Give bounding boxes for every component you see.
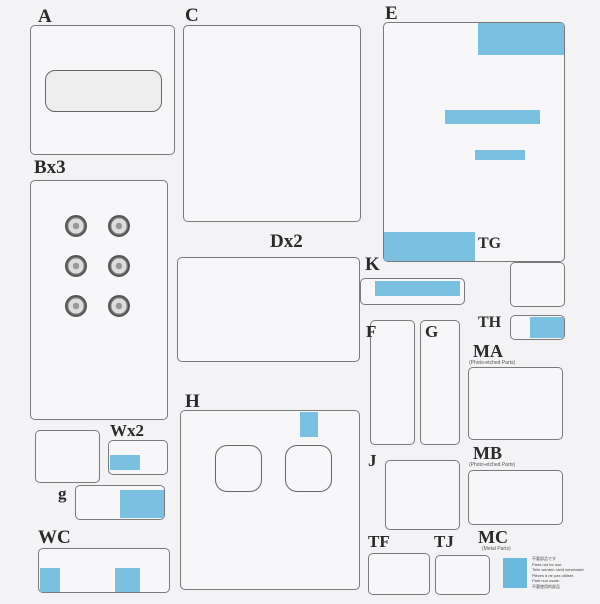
sprue-f bbox=[370, 320, 415, 445]
sprue-label-g: G bbox=[425, 322, 439, 341]
wheel-part bbox=[65, 215, 87, 237]
unused-parts-highlight bbox=[375, 281, 460, 296]
unused-parts-highlight bbox=[475, 150, 525, 160]
sprue-h-hatch-right bbox=[285, 445, 332, 492]
sprue-wc bbox=[38, 548, 170, 593]
sprue-tg bbox=[510, 262, 565, 307]
wheel-part bbox=[108, 295, 130, 317]
sprue-label-w: Wx2 bbox=[110, 421, 144, 440]
legend-line: Parti non usate. bbox=[532, 578, 561, 583]
sprue-ma bbox=[468, 367, 563, 440]
unused-parts-highlight bbox=[40, 568, 60, 592]
sprue-j bbox=[385, 460, 460, 530]
mb-subtitle: (Photo-etched Parts) bbox=[469, 462, 516, 468]
sprue-label-ma: MA bbox=[473, 341, 503, 361]
sprue-mb bbox=[468, 470, 563, 525]
sprue-label-j: J bbox=[368, 451, 377, 470]
sprue-label-k: K bbox=[365, 254, 380, 275]
sprue-h bbox=[180, 410, 360, 590]
sprue-label-wc: WC bbox=[38, 527, 71, 548]
unused-parts-highlight bbox=[110, 455, 140, 470]
legend-line: Pièces à ne pas utiliser. bbox=[532, 572, 575, 578]
mc-subtitle: (Metal Parts) bbox=[482, 546, 511, 552]
sprue-e bbox=[383, 22, 565, 262]
legend-line: 不要部品です bbox=[532, 556, 556, 561]
sprue-label-tf: TF bbox=[368, 532, 390, 551]
sprue-label-d: Dx2 bbox=[270, 231, 303, 252]
not-for-use-legend-swatch bbox=[503, 558, 527, 588]
sprue-label-e: E bbox=[385, 3, 398, 24]
wheel-part bbox=[65, 255, 87, 277]
sprue-w-large bbox=[35, 430, 100, 483]
not-for-use-legend: 不要部品です Parts not for use. Teile werden n… bbox=[532, 556, 585, 589]
sprue-a-hull-part bbox=[45, 70, 162, 112]
ma-subtitle: (Photo-etched Parts) bbox=[469, 360, 516, 366]
sprue-label-a: A bbox=[38, 6, 52, 27]
sprue-label-b: Bx3 bbox=[34, 157, 66, 178]
wheel-part bbox=[65, 295, 87, 317]
unused-parts-highlight bbox=[115, 568, 140, 592]
unused-parts-highlight bbox=[478, 23, 564, 55]
sprue-label-tj: TJ bbox=[434, 532, 454, 551]
unused-parts-highlight bbox=[384, 232, 475, 261]
unused-parts-highlight bbox=[300, 412, 318, 437]
sprue-label-mc: MC bbox=[478, 527, 508, 547]
sprue-h-hatch-left bbox=[215, 445, 262, 492]
sprue-label-f: F bbox=[366, 322, 377, 341]
unused-parts-highlight bbox=[120, 490, 164, 518]
wheel-part bbox=[108, 215, 130, 237]
sprue-g bbox=[420, 320, 460, 445]
sprue-tj bbox=[435, 555, 490, 595]
sprue-label-g-small: g bbox=[58, 484, 67, 503]
unused-parts-highlight bbox=[445, 110, 540, 124]
sprue-d bbox=[177, 257, 360, 362]
legend-line: Teile werden nicht verwendet. bbox=[532, 567, 585, 572]
legend-line: 不要使用的部品 bbox=[532, 583, 560, 589]
sprue-label-c: C bbox=[185, 5, 199, 26]
sprue-label-tg: TG bbox=[478, 235, 502, 252]
legend-line: Parts not for use. bbox=[532, 561, 563, 567]
wheel-part bbox=[108, 255, 130, 277]
sprue-tf bbox=[368, 553, 430, 595]
sprue-label-mb: MB bbox=[473, 443, 502, 463]
unused-parts-highlight bbox=[530, 317, 564, 338]
sprue-b bbox=[30, 180, 168, 420]
sprue-label-h: H bbox=[185, 391, 200, 412]
sprue-c bbox=[183, 25, 361, 222]
sprue-label-th: TH bbox=[478, 314, 502, 331]
